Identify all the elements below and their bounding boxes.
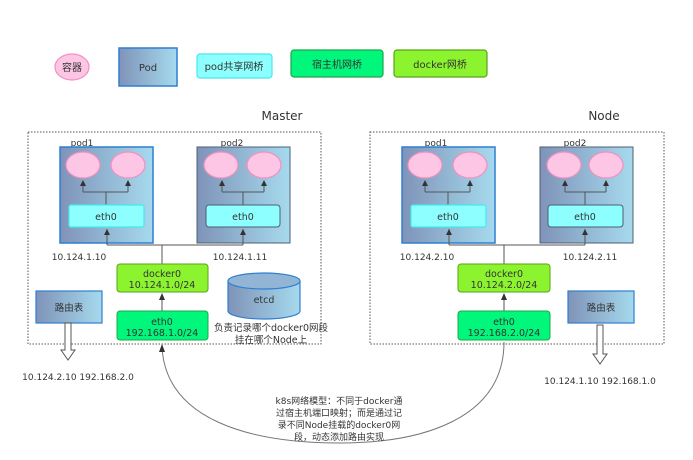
pod-name: pod1 — [425, 139, 448, 149]
annotation-line: 录不同Node挂载的docker0网 — [278, 419, 401, 431]
legend-label: Pod — [139, 63, 157, 74]
host-eth0-name: eth0 — [493, 317, 515, 328]
pod-bridge-label: eth0 — [437, 212, 459, 223]
container — [588, 151, 624, 179]
host-eth0-bridge — [116, 310, 209, 341]
pod-ip: 10.124.2.10 — [400, 253, 455, 263]
pod-bridge-shape-icon — [196, 53, 273, 79]
bridge-link-lines — [106, 229, 244, 264]
annotation-line: 段，动态添加路由实现 — [294, 431, 384, 443]
host-master: Master pod1 eth0 10.124.1.10 pod2 eth0 1… — [22, 109, 328, 383]
legend-docker-bridge: docker网桥 — [393, 49, 488, 78]
host-bridge-shape-icon — [290, 49, 384, 78]
etcd-label: etcd — [254, 295, 275, 306]
annotation-line: k8s网络模型：不同于docker通 — [276, 395, 403, 407]
pod-link-lines — [221, 182, 265, 205]
etcd-cylinder-body — [227, 281, 301, 320]
container — [65, 151, 101, 179]
legend-label: docker网桥 — [413, 59, 467, 71]
pod-bridge — [547, 204, 624, 228]
pod-shape-icon — [118, 47, 178, 87]
bridge-link-lines — [448, 229, 586, 264]
container — [407, 151, 443, 179]
container — [110, 151, 146, 179]
container — [546, 151, 582, 179]
annotation: k8s网络模型：不同于docker通 过宿主机端口映射；而是通过记 录不同Nod… — [276, 395, 403, 443]
cross-host-route-curve — [161, 341, 505, 444]
pod-link-lines — [424, 182, 471, 205]
docker0-name: docker0 — [143, 269, 181, 280]
etcd-note: 挂在哪个Node上 — [235, 334, 308, 346]
etcd-database: etcd 负责记录哪个docker0网段 挂在哪个Node上 — [214, 272, 329, 346]
arrow-icon — [562, 180, 609, 186]
legend-label: 宿主机网桥 — [312, 58, 362, 71]
pod-ip: 10.124.2.11 — [563, 253, 617, 263]
container — [246, 151, 282, 179]
host-eth0-name: eth0 — [151, 317, 173, 328]
pod-bridge — [68, 204, 145, 228]
host-boundary — [369, 131, 665, 345]
pod: pod1 eth0 10.124.1.10 — [52, 139, 154, 263]
legend-pod: Pod — [118, 47, 178, 87]
pod: pod2 eth0 10.124.2.11 — [539, 139, 634, 263]
host-node: Node pod1 eth0 10.124.2.10 pod2 eth0 10.… — [369, 109, 665, 387]
pod-link-lines — [82, 182, 129, 205]
pod-bridge-label: eth0 — [95, 212, 117, 223]
docker0-bridge — [116, 263, 209, 293]
host-title: Node — [588, 109, 619, 123]
docker0-bridge — [457, 263, 551, 293]
docker0-cidr: 10.124.2.0/24 — [471, 280, 538, 291]
down-arrow-icon — [60, 322, 76, 361]
arrow-icon — [422, 180, 473, 186]
pod-name: pod2 — [564, 139, 587, 149]
arrow-icon — [159, 293, 165, 300]
arrow-icon — [501, 293, 507, 300]
pod-ip: 10.124.1.11 — [213, 253, 267, 263]
docker0-cidr: 10.124.1.0/24 — [129, 280, 196, 291]
pod-bridge — [410, 204, 487, 228]
arrow-icon — [80, 180, 131, 186]
legend-container: 容器 — [54, 53, 90, 81]
pod: pod2 eth0 10.124.1.11 — [196, 139, 291, 263]
container-shape-icon — [54, 53, 90, 81]
etcd-note: 负责记录哪个docker0网段 — [214, 322, 329, 334]
route-target: 10.124.2.10 192.168.2.0 — [22, 373, 134, 383]
pod-name: pod1 — [71, 139, 94, 149]
pod-ip: 10.124.1.10 — [52, 253, 107, 263]
pod-bridge — [205, 204, 281, 228]
legend-pod-bridge: pod共享网桥 — [196, 53, 273, 79]
down-arrow-icon — [592, 324, 608, 365]
container — [203, 151, 239, 179]
legend-label: 容器 — [62, 61, 82, 74]
pod: pod1 eth0 10.124.2.10 — [400, 139, 496, 263]
host-eth0-cidr: 192.168.1.0/24 — [126, 328, 199, 339]
legend-label: pod共享网桥 — [205, 60, 264, 73]
pod-name: pod2 — [221, 139, 244, 149]
pod-bridge-label: eth0 — [232, 212, 254, 223]
route-target: 10.124.1.10 192.168.1.0 — [544, 377, 656, 387]
pod-bridge-label: eth0 — [574, 212, 596, 223]
arrow-icon — [219, 180, 267, 186]
route-table-label: 路由表 — [55, 302, 84, 314]
legend: 容器 Pod pod共享网桥 宿主机网桥 docker网桥 — [54, 47, 488, 87]
annotation-line: 过宿主机端口映射；而是通过记 — [276, 407, 402, 419]
host-boundary — [27, 131, 322, 345]
host-title: Master — [262, 109, 303, 123]
host-eth0-cidr: 192.168.2.0/24 — [468, 328, 541, 339]
pod-link-lines — [564, 182, 607, 205]
docker0-name: docker0 — [485, 269, 523, 280]
legend-host-bridge: 宿主机网桥 — [290, 49, 384, 78]
etcd-cylinder-top — [227, 272, 301, 290]
docker-bridge-shape-icon — [393, 49, 488, 78]
route-table-label: 路由表 — [587, 302, 616, 314]
container — [452, 151, 488, 179]
arrow-icon — [159, 344, 165, 352]
route-table-box — [567, 290, 635, 324]
host-eth0-bridge — [457, 310, 551, 341]
